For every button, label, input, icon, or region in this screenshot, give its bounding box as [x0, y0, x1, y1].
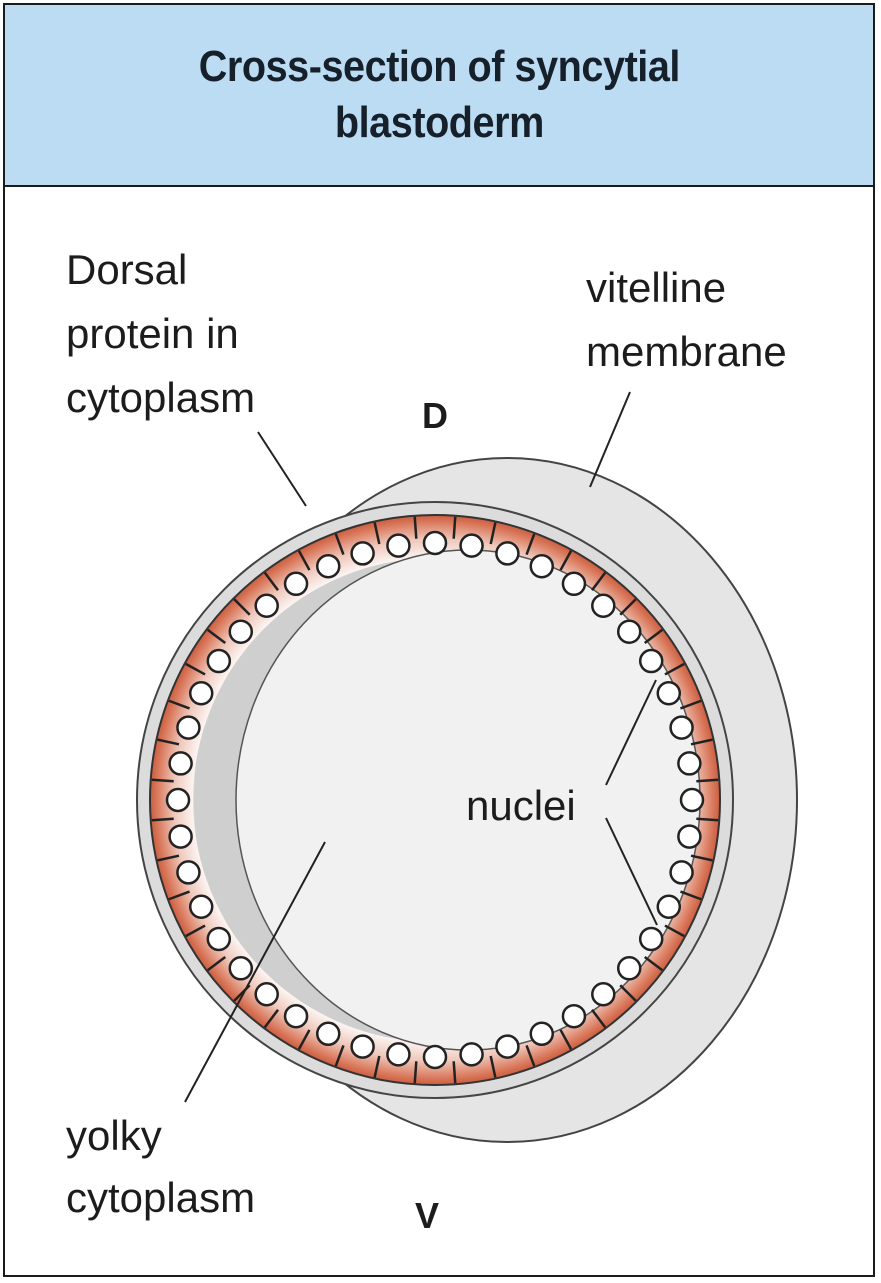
cell-membrane-furrow: [454, 1061, 456, 1083]
cell-membrane-furrow: [152, 819, 174, 821]
nucleus: [352, 542, 374, 564]
leader-dorsal-protein: [258, 432, 306, 506]
nucleus: [256, 983, 278, 1005]
cell-membrane-furrow: [454, 517, 456, 539]
cell-membrane-furrow: [415, 517, 417, 539]
nucleus: [256, 595, 278, 617]
label-vitelline-membrane: vitelline membrane: [586, 264, 787, 375]
nucleus: [618, 621, 640, 643]
nucleus: [531, 555, 553, 577]
nucleus: [671, 717, 693, 739]
nucleus: [230, 621, 252, 643]
nucleus: [563, 573, 585, 595]
nucleus: [177, 717, 199, 739]
nucleus: [208, 928, 230, 950]
nucleus: [190, 896, 212, 918]
nucleus: [496, 1036, 518, 1058]
nucleus: [678, 826, 700, 848]
nucleus: [177, 861, 199, 883]
label-nuclei: nuclei: [466, 782, 576, 829]
nucleus: [424, 1046, 446, 1068]
nucleus: [563, 1005, 585, 1027]
nucleus: [167, 789, 189, 811]
nucleus: [285, 1005, 307, 1027]
nucleus: [285, 573, 307, 595]
nucleus: [170, 826, 192, 848]
nucleus: [317, 1023, 339, 1045]
nucleus: [461, 535, 483, 557]
nucleus: [658, 682, 680, 704]
label-yolky-cytoplasm: yolky cytoplasm: [66, 1112, 255, 1221]
label-ventral-pole: V: [415, 1195, 439, 1236]
nucleus: [190, 682, 212, 704]
nucleus: [592, 983, 614, 1005]
nucleus: [671, 861, 693, 883]
leader-vitelline-membrane: [590, 392, 630, 487]
nucleus: [640, 650, 662, 672]
nucleus: [352, 1036, 374, 1058]
nucleus: [592, 595, 614, 617]
nucleus: [640, 928, 662, 950]
nucleus: [618, 957, 640, 979]
nucleus: [317, 555, 339, 577]
nucleus: [678, 752, 700, 774]
nucleus: [424, 532, 446, 554]
nucleus: [170, 752, 192, 774]
nucleus: [496, 542, 518, 564]
nucleus: [658, 896, 680, 918]
nucleus: [681, 789, 703, 811]
cell-membrane-furrow: [696, 780, 718, 782]
cell-membrane-furrow: [415, 1061, 417, 1083]
nucleus: [387, 1043, 409, 1065]
nucleus: [531, 1023, 553, 1045]
cell-membrane-furrow: [696, 819, 718, 821]
nucleus: [208, 650, 230, 672]
nucleus: [387, 535, 409, 557]
nucleus: [461, 1043, 483, 1065]
label-dorsal-protein: Dorsal protein in cytoplasm: [66, 246, 255, 421]
cell-membrane-furrow: [152, 780, 174, 782]
label-dorsal-pole: D: [422, 395, 448, 436]
nucleus: [230, 957, 252, 979]
